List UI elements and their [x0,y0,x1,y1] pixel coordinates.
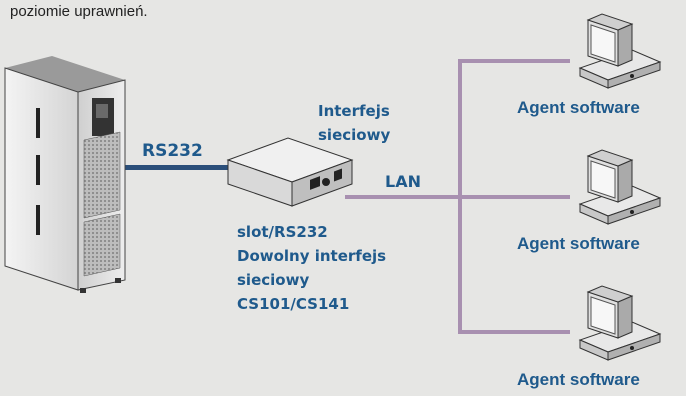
lan-label: LAN [385,172,421,191]
interface-title-line1: Interfejs [318,102,390,120]
network-interface-box-icon [226,137,354,207]
device-label-line1: slot/RS232 [237,223,328,241]
agent-software-label: Agent software [517,98,640,117]
interface-title-line2: sieciowy [318,126,391,144]
rs232-label: RS232 [142,141,203,161]
agent-software-label: Agent software [517,234,640,253]
computer-monitor-icon [578,285,662,361]
device-label-line3: sieciowy [237,271,310,289]
agent-software-label: Agent software [517,370,640,389]
lan-network-lines [345,59,570,334]
rs232-cable [117,165,229,170]
computer-monitor-icon [578,149,662,225]
computer-monitor-icon [578,13,662,89]
ups-cabinet-icon [4,56,126,293]
device-label-line2: Dowolny interfejs [237,247,387,265]
device-label-line4: CS101/CS141 [237,295,350,313]
caption-text: poziomie uprawnień. [10,3,148,20]
